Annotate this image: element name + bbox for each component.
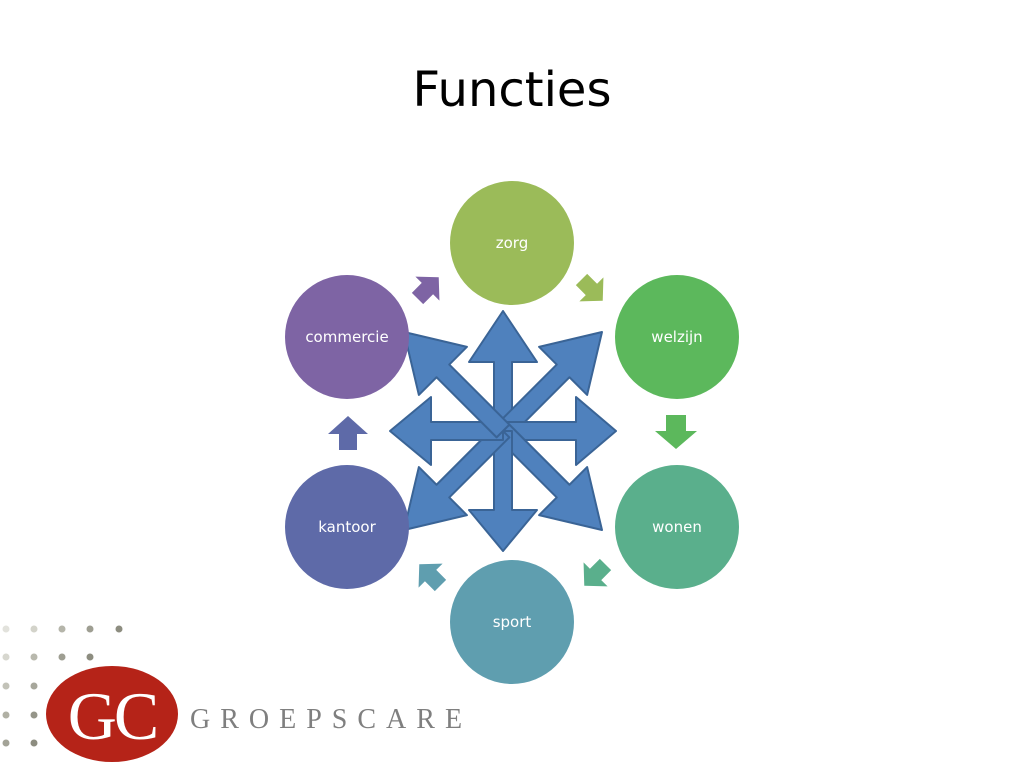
slide-title: Functies [412, 62, 612, 118]
node-label-welzijn: welzijn [651, 328, 702, 346]
arrow-up-left [403, 331, 511, 439]
connector-arrow-commercie-zorg [411, 276, 440, 305]
decorative-dot-grid [2, 625, 123, 747]
node-commercie: commercie [285, 275, 409, 399]
node-zorg: zorg [450, 181, 574, 305]
node-label-wonen: wonen [652, 518, 702, 536]
node-kantoor: kantoor [285, 465, 409, 589]
connector-arrow-sport-kantoor [418, 563, 447, 592]
node-sport: sport [450, 560, 574, 684]
node-label-sport: sport [493, 613, 532, 631]
node-label-commercie: commercie [305, 328, 388, 346]
logo-wordmark: GROEPSCARE [190, 704, 472, 735]
node-wonen: wonen [615, 465, 739, 589]
node-welzijn: welzijn [615, 275, 739, 399]
groepscare-logo: GC GROEPSCARE [46, 666, 472, 762]
connector-arrow-welzijn-wonen [655, 415, 697, 449]
logo-monogram-badge [46, 666, 178, 762]
connector-arrow-zorg-welzijn [575, 273, 604, 302]
node-label-kantoor: kantoor [318, 518, 376, 536]
node-label-zorg: zorg [496, 234, 528, 252]
multidirectional-arrows [389, 310, 617, 552]
connector-arrow-wonen-sport [583, 558, 612, 587]
connector-arrow-kantoor-commercie [328, 416, 368, 450]
logo-monogram: GC [68, 678, 156, 754]
